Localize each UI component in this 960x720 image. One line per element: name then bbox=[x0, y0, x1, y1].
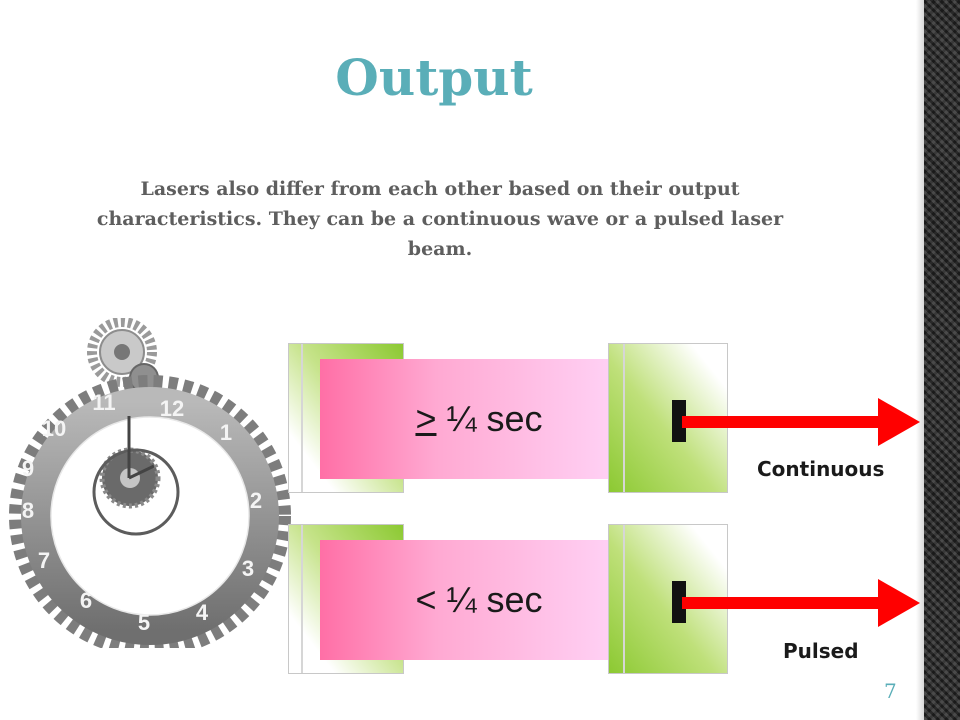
laser-medium-tube: > ¼ sec bbox=[320, 359, 610, 479]
greater-than-symbol: > bbox=[415, 398, 437, 439]
output-aperture bbox=[672, 581, 686, 623]
clock-ring-icon bbox=[9, 375, 291, 648]
beam-arrow-icon bbox=[682, 398, 920, 446]
beam-arrow-icon bbox=[682, 579, 920, 627]
clock-numeral: 7 bbox=[38, 548, 50, 573]
clock-numeral: 9 bbox=[22, 456, 34, 481]
clock-numeral: 6 bbox=[80, 588, 92, 613]
clock-numeral: 4 bbox=[196, 600, 209, 625]
duration-value: ¼ sec bbox=[446, 398, 543, 439]
clock-numeral: 10 bbox=[42, 416, 66, 441]
duration-value: ¼ sec bbox=[446, 579, 543, 620]
clock-numeral: 3 bbox=[242, 556, 254, 581]
page-number: 7 bbox=[884, 679, 897, 703]
clock-numeral: 2 bbox=[250, 488, 262, 513]
slide-body-text: Lasers also differ from each other based… bbox=[96, 178, 784, 260]
laser-row-continuous: > ¼ sec bbox=[288, 343, 928, 499]
clock-numeral: 1 bbox=[220, 420, 232, 445]
decorative-side-strip bbox=[924, 0, 960, 720]
clock-numeral: 5 bbox=[138, 610, 150, 635]
duration-label: > ¼ sec bbox=[387, 398, 542, 440]
laser-row-pulsed: < ¼ sec bbox=[288, 524, 928, 680]
clock-numeral: 8 bbox=[22, 498, 34, 523]
clock-numeral: 11 bbox=[92, 390, 115, 415]
laser-medium-tube: < ¼ sec bbox=[320, 540, 610, 660]
inner-gears-icon bbox=[92, 416, 180, 536]
side-strip-edge bbox=[916, 0, 924, 720]
caption-pulsed: Pulsed bbox=[783, 639, 859, 663]
duration-label: < ¼ sec bbox=[387, 579, 542, 621]
caption-continuous: Continuous bbox=[757, 457, 885, 481]
output-aperture bbox=[672, 400, 686, 442]
less-than-symbol: < bbox=[415, 579, 437, 620]
clock-illustration: 12 1 2 3 4 5 6 7 8 9 10 11 bbox=[9, 318, 291, 648]
clock-numeral: 12 bbox=[160, 396, 184, 421]
slide-title: Output bbox=[335, 48, 533, 107]
